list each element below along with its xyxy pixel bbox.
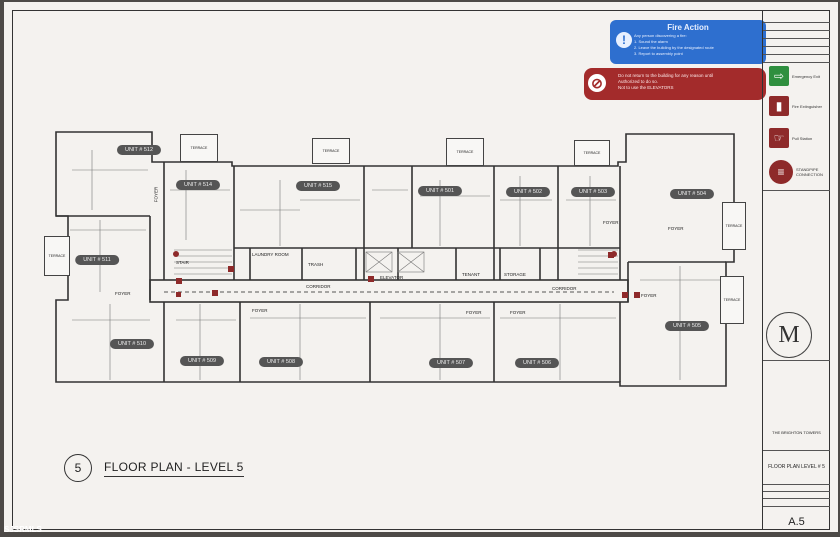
fire-action-line: 3. Report to assembly point	[634, 51, 683, 56]
fire-action-line: 2. Leave the building by the designated …	[634, 45, 714, 50]
room-label: FOYER	[641, 293, 657, 298]
room-label: LAUNDRY ROOM	[252, 252, 289, 257]
fire-extinguisher-icon: ▮	[769, 96, 789, 116]
plan-number: 5	[64, 454, 92, 482]
unit-label: UNIT # 512	[116, 145, 162, 155]
terrace: TERRACE	[720, 276, 744, 324]
unit-label: UNIT # 502	[505, 187, 551, 197]
terrace: TERRACE	[44, 236, 70, 276]
legend-label: Fire Extinguisher	[792, 103, 823, 109]
unit-label: UNIT # 507	[428, 358, 474, 368]
terrace: TERRACE	[574, 140, 610, 166]
legend-item-standpipe: ≡ STANDPIPE CONNECTION	[769, 160, 830, 184]
brighton-towers-logo: M	[766, 312, 812, 358]
fire-action-line: 1. Sound the alarm	[634, 39, 668, 44]
warning-line: Authorized to do so.	[618, 79, 659, 84]
room-label: ELEVATOR	[380, 275, 404, 280]
warning-line: Do not return to the building for any re…	[618, 73, 714, 78]
terrace: TERRACE	[722, 202, 746, 250]
legend-label: Emergency Exit	[792, 73, 821, 79]
warning-line: Not to use the ELEVATORS	[618, 85, 674, 90]
unit-label: UNIT # 510	[109, 339, 155, 349]
terrace: TERRACE	[446, 138, 484, 166]
terrace: TERRACE	[180, 134, 218, 162]
pull-station-icon: ☞	[769, 128, 789, 148]
legend-item-emergency-exit: ⇨ Emergency Exit	[769, 66, 826, 86]
legend-label: Pull Station	[792, 135, 813, 141]
room-label: FOYER	[153, 186, 159, 203]
project-name: THE BRIGHTON TOWERS	[772, 430, 821, 435]
sheet-border	[12, 10, 830, 530]
unit-label: UNIT # 505	[664, 321, 710, 331]
room-label: TENANT	[462, 272, 480, 277]
room-label: CORRIDOR	[306, 284, 331, 289]
room-label: FOYER	[603, 220, 619, 225]
plan-caption: 5 FLOOR PLAN - LEVEL 5	[64, 454, 244, 482]
room-label: FOYER	[510, 310, 526, 315]
unit-label: UNIT # 511	[75, 255, 119, 265]
unit-label: UNIT # 515	[295, 181, 341, 191]
unit-label: UNIT # 508	[258, 357, 304, 367]
info-icon: !	[616, 32, 632, 48]
legend-item-pull-station: ☞ Pull Station	[769, 128, 826, 148]
unit-label: UNIT # 514	[175, 180, 221, 190]
fire-action-line: Any person discovering a fire:	[634, 33, 687, 38]
room-label: CORRIDOR	[552, 286, 577, 291]
emergency-exit-icon: ⇨	[769, 66, 789, 86]
room-label: FOYER	[115, 291, 131, 296]
room-label: STAIR	[176, 260, 189, 265]
warning-sign: ⊘ Do not return to the building for any …	[584, 68, 766, 100]
watermark: SJSRMLS	[4, 525, 42, 534]
fire-action-sign: ! Fire Action Any person discovering a f…	[610, 20, 766, 64]
sheet-title: FLOOR PLAN LEVEL # 5	[768, 464, 825, 470]
title-block: ⇨ Emergency Exit ▮ Fire Extinguisher ☞ P…	[762, 10, 830, 530]
standpipe-icon: ≡	[769, 160, 793, 184]
unit-label: UNIT # 504	[669, 189, 715, 199]
unit-label: UNIT # 509	[179, 356, 225, 366]
unit-label: UNIT # 506	[514, 358, 560, 368]
unit-label: UNIT # 503	[570, 187, 616, 197]
room-label: STORAGE	[504, 272, 526, 277]
legend-item-fire-extinguisher: ▮ Fire Extinguisher	[769, 96, 826, 116]
no-entry-icon: ⊘	[588, 74, 606, 92]
legend-label: STANDPIPE CONNECTION	[796, 167, 823, 177]
room-label: FOYER	[668, 226, 684, 231]
room-label: FOYER	[466, 310, 482, 315]
room-label: TRASH	[308, 262, 324, 267]
terrace: TERRACE	[312, 138, 350, 164]
room-label: FOYER	[252, 308, 268, 313]
plan-title: FLOOR PLAN - LEVEL 5	[104, 460, 244, 477]
unit-label: UNIT # 501	[417, 186, 463, 196]
fire-action-title: Fire Action	[667, 23, 709, 32]
sheet-number: A.5	[788, 516, 805, 528]
